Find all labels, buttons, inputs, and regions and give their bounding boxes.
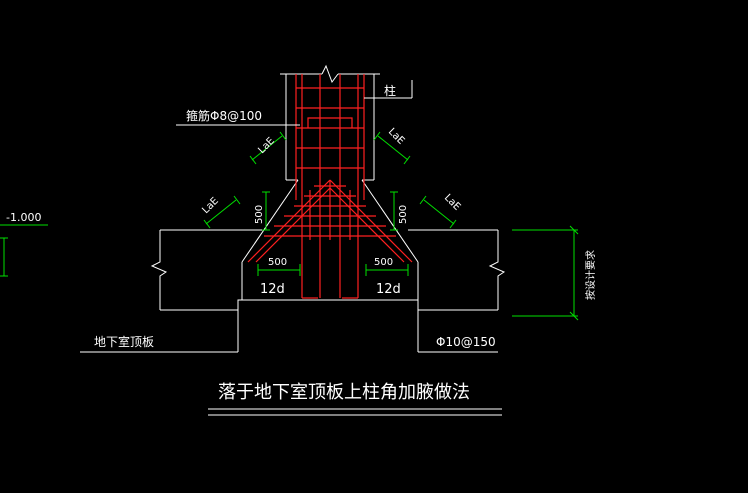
lae-mid-right: LaE bbox=[442, 192, 463, 213]
elevation-marker: -1.000 bbox=[0, 211, 48, 277]
label-12d-left: 12d bbox=[260, 282, 285, 297]
bar-spec-label: Φ10@150 bbox=[436, 335, 496, 349]
column-outline bbox=[280, 64, 380, 181]
column-label: 柱 bbox=[384, 83, 396, 98]
dimension-lines bbox=[203, 131, 579, 321]
dim-500-horizontal-left: 500 bbox=[268, 257, 287, 268]
leader-lines bbox=[80, 80, 502, 416]
dim-500-vertical-left: 500 bbox=[254, 205, 265, 224]
stirrup-label: 箍筋Φ8@100 bbox=[186, 108, 262, 123]
slab-label: 地下室顶板 bbox=[94, 334, 154, 349]
label-12d-right: 12d bbox=[376, 282, 401, 297]
dim-500-vertical-right: 500 bbox=[398, 205, 409, 224]
elevation-label: -1.000 bbox=[6, 211, 41, 224]
drawing-title: 落于地下室顶板上柱角加腋做法 bbox=[218, 382, 470, 403]
lae-top-right: LaE bbox=[386, 126, 407, 147]
right-note: 按设计要求 bbox=[584, 250, 597, 300]
lae-mid-left: LaE bbox=[200, 196, 221, 217]
column-rebar bbox=[247, 74, 413, 299]
slab-outline bbox=[150, 179, 506, 311]
dim-500-horizontal-right: 500 bbox=[374, 257, 393, 268]
lae-top-left: LaE bbox=[256, 136, 277, 157]
